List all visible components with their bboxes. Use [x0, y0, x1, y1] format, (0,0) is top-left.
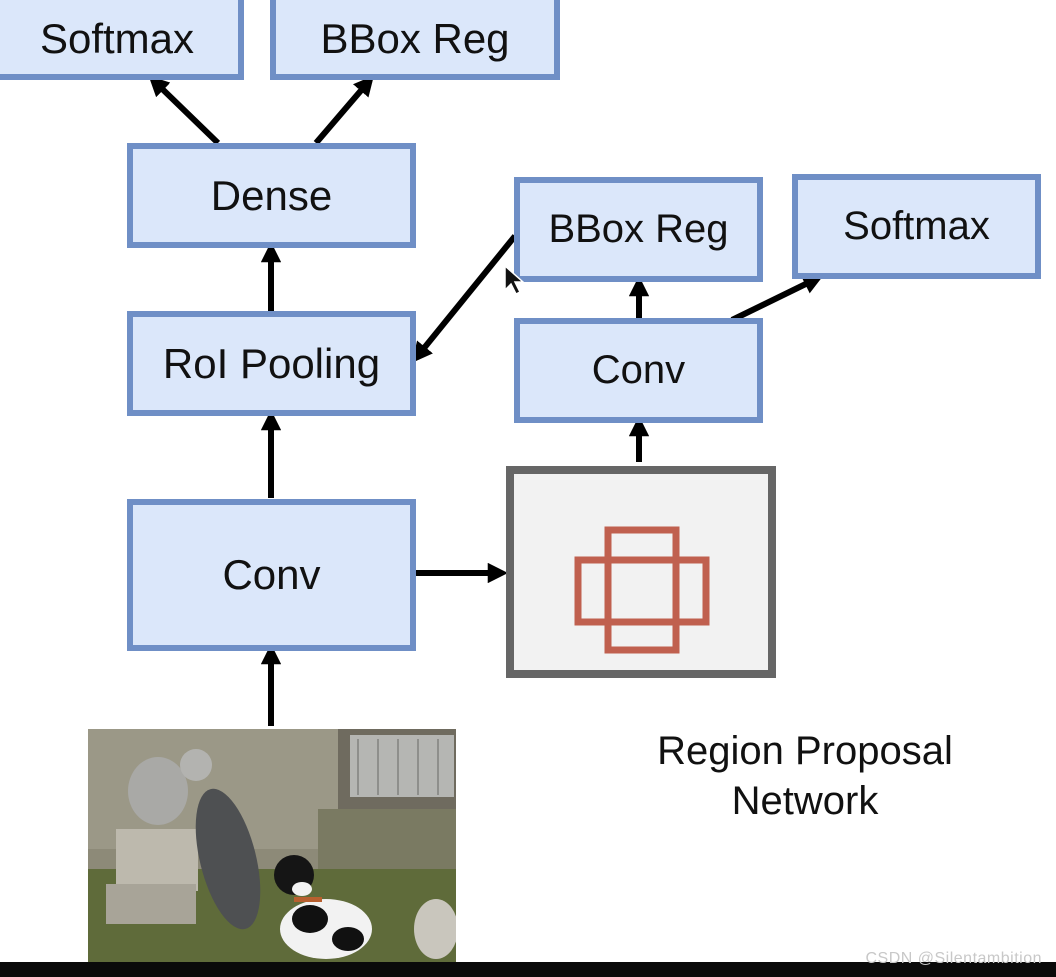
bbox-reg-box-rpn: BBox Reg — [514, 177, 763, 282]
cat-dog-photo-illustration — [88, 729, 456, 962]
softmax-label-top: Softmax — [39, 15, 195, 62]
arrow-rpn-conv-to-softmax — [730, 275, 824, 323]
softmax-box-rpn: Softmax — [792, 174, 1041, 279]
rpn-caption-line1: Region Proposal — [657, 729, 953, 773]
rpn-caption: Region Proposal Network — [600, 726, 1010, 826]
arrow-dense-to-softmax — [148, 75, 221, 146]
rpn-caption-line2: Network — [731, 779, 879, 823]
conv-box-rpn: Conv — [514, 318, 763, 423]
arrow-dense-to-bbox-reg — [313, 75, 374, 145]
input-photo — [88, 729, 456, 962]
conv-label-rpn: Conv — [591, 348, 686, 392]
watermark: CSDN @Silentambition — [865, 950, 1042, 967]
roi-pooling-box: RoI Pooling — [127, 311, 416, 416]
dense-box: Dense — [127, 143, 416, 248]
roi-pooling-label: RoI Pooling — [162, 339, 381, 387]
region-proposal-box — [506, 466, 776, 678]
bbox-reg-box-top: BBox Reg — [270, 0, 560, 80]
mouse-cursor-icon — [503, 264, 525, 301]
bbox-reg-label-rpn: BBox Reg — [548, 207, 729, 251]
arrow-bbox-to-roi — [412, 234, 518, 363]
bbox-reg-label-top: BBox Reg — [320, 15, 510, 62]
softmax-label-rpn: Softmax — [843, 204, 990, 248]
bottom-bar — [0, 962, 1056, 977]
conv-label-main: Conv — [222, 551, 321, 598]
anchor-boxes-icon — [574, 526, 710, 654]
softmax-box-top: Softmax — [0, 0, 244, 80]
dense-label: Dense — [210, 171, 333, 219]
conv-box-main: Conv — [127, 499, 416, 651]
